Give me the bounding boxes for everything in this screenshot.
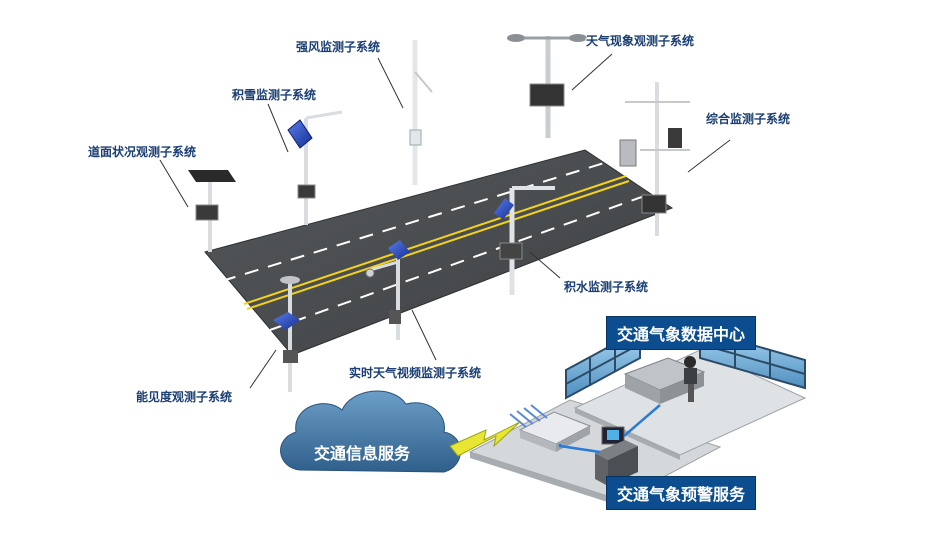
network-cables <box>558 404 661 454</box>
operator-desk <box>623 356 706 404</box>
label-data-center: 交通气象数据中心 <box>606 316 757 350</box>
weather-pole <box>507 34 587 138</box>
lightning-bolt <box>449 421 521 457</box>
label-weather: 天气现象观测子系统 <box>586 34 695 48</box>
road-surface-pole <box>188 170 236 252</box>
wind-pole <box>409 40 433 185</box>
label-snow: 积雪监测子系统 <box>232 88 317 102</box>
label-warning-service: 交通气象预警服务 <box>606 476 757 510</box>
comprehensive-pole <box>619 82 690 236</box>
snow-pole <box>287 110 343 225</box>
label-wind: 强风监测子系统 <box>296 40 381 54</box>
label-water: 积水监测子系统 <box>564 280 649 294</box>
callout-lines <box>159 53 731 389</box>
label-video: 实时天气视频监测子系统 <box>349 366 482 380</box>
visibility-pole <box>273 276 300 392</box>
cloud-shape <box>280 390 461 473</box>
label-road-surface: 道面状况观测子系统 <box>88 145 197 159</box>
video-pole <box>365 240 410 340</box>
road <box>204 149 674 356</box>
water-pole <box>494 186 555 295</box>
label-info-service: 交通信息服务 <box>314 444 411 463</box>
label-visibility: 能见度观测子系统 <box>136 390 233 404</box>
label-comprehensive: 综合监测子系统 <box>706 112 791 126</box>
